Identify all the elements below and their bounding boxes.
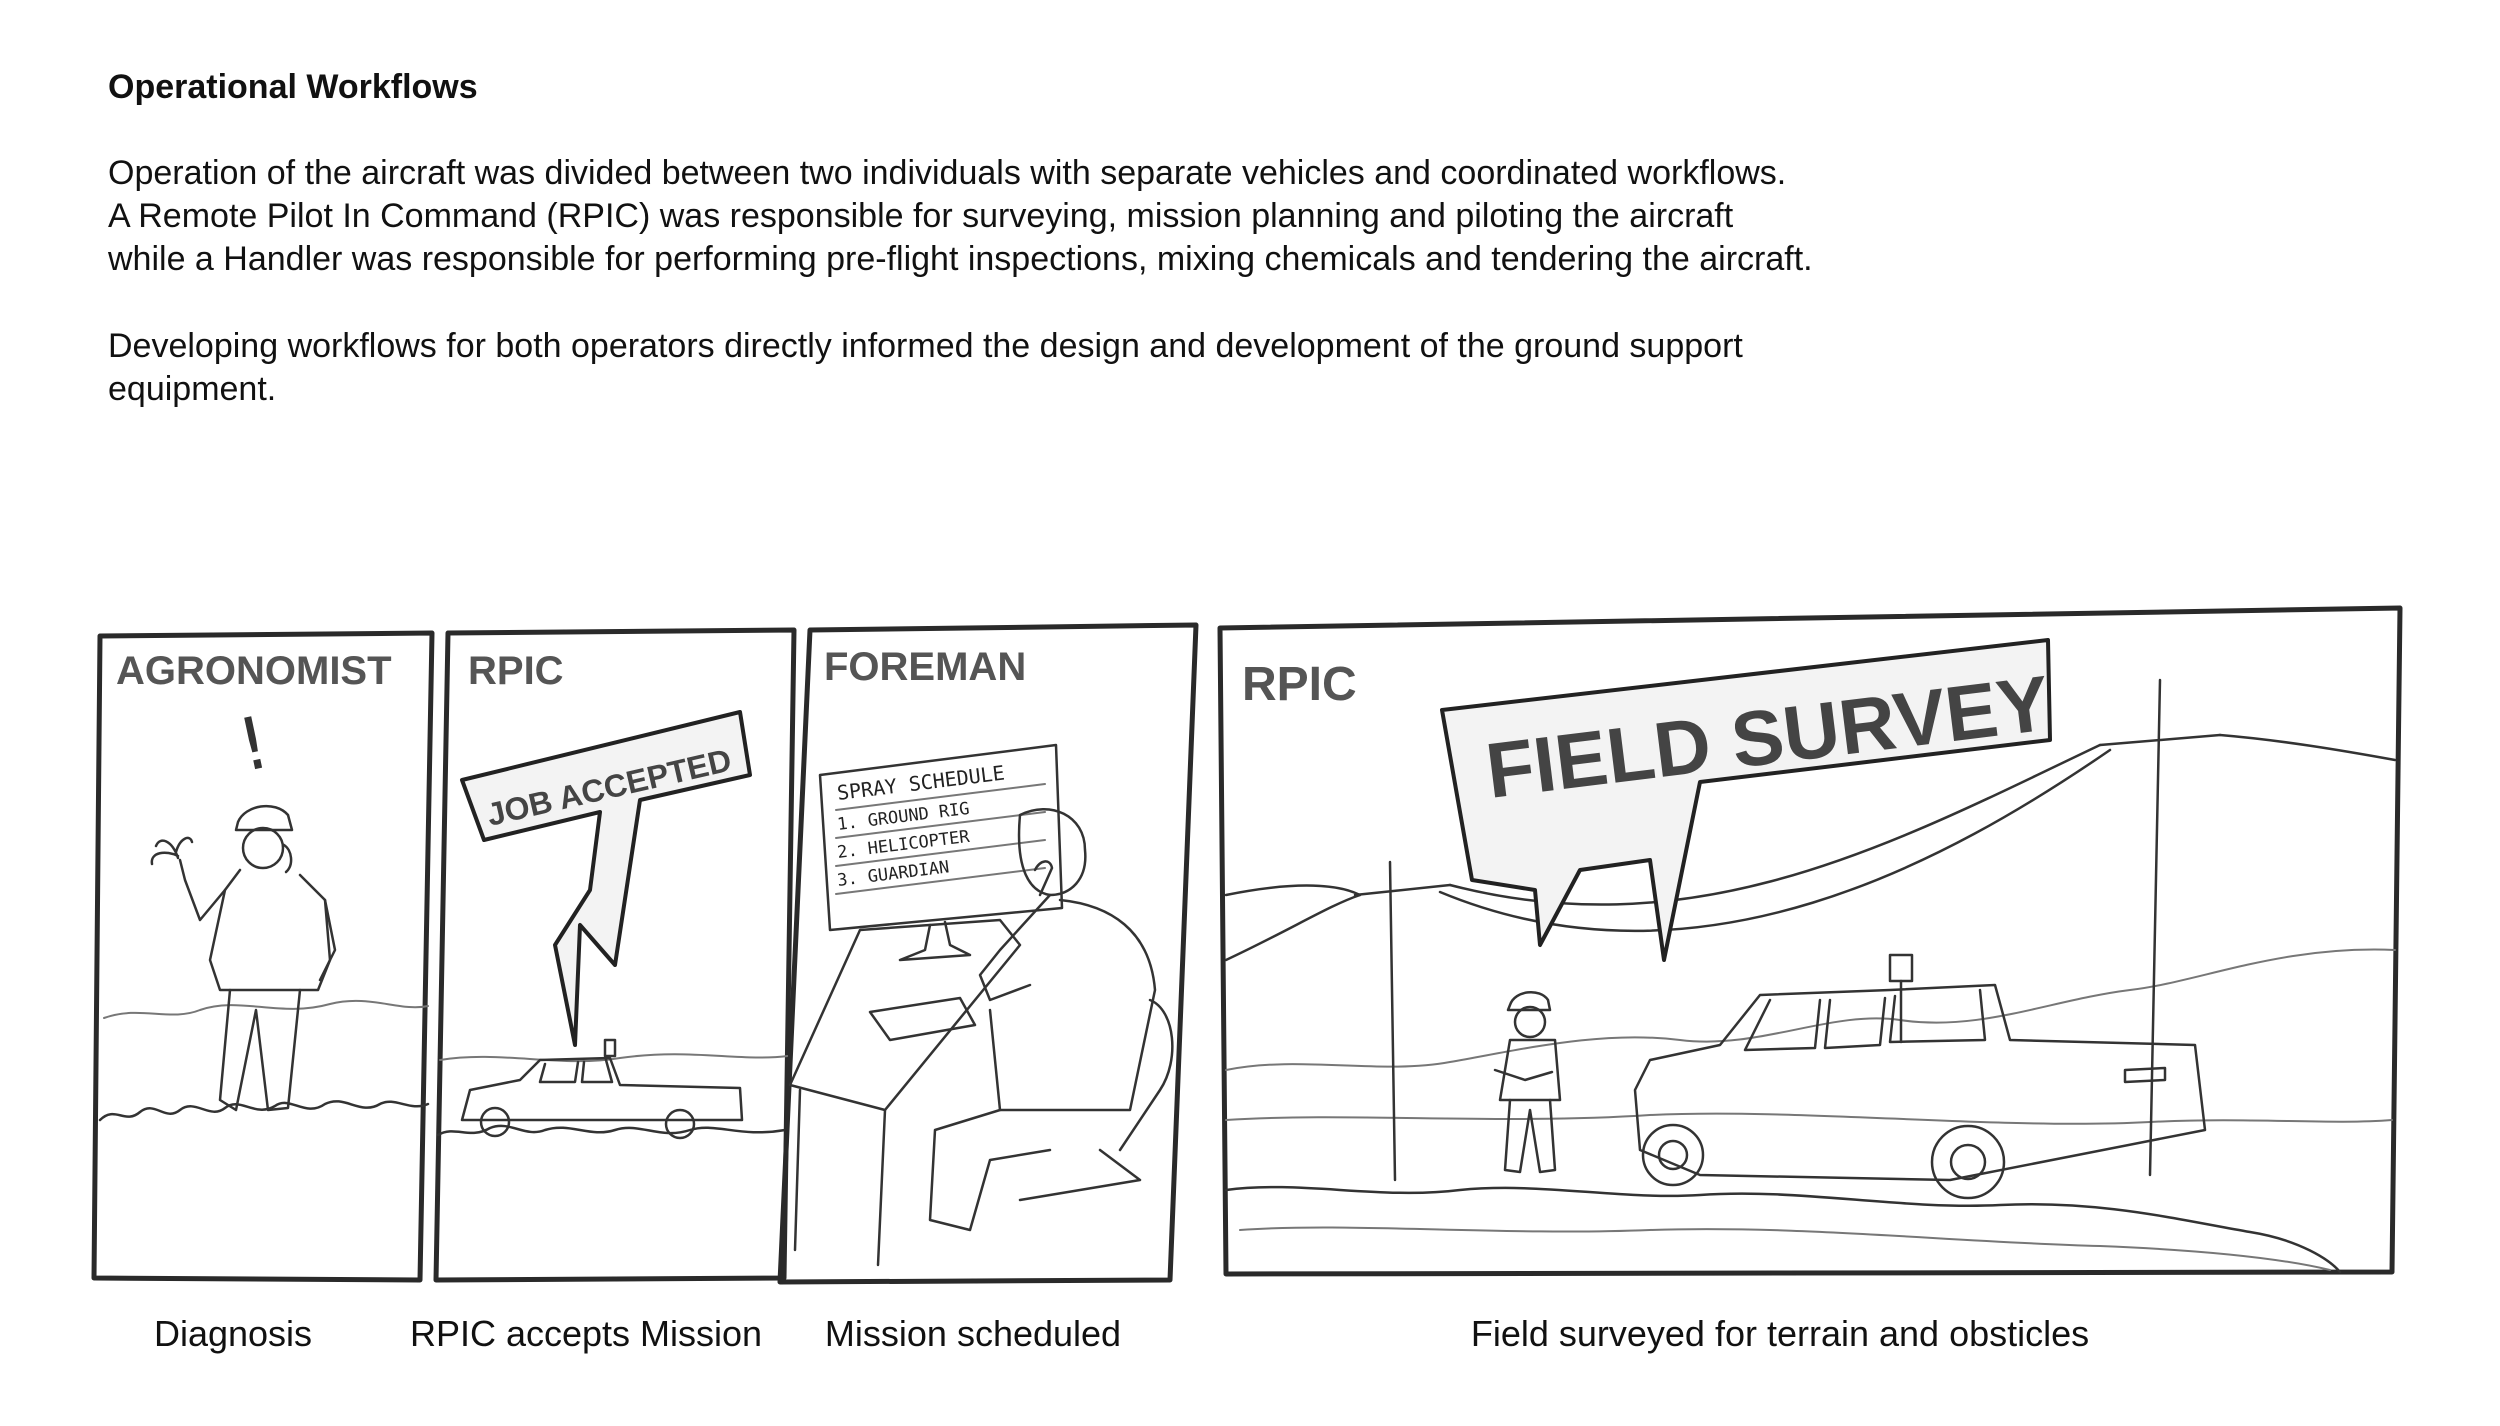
furrow-line: [1239, 1226, 2331, 1271]
agronomist-figure: [150, 804, 337, 1112]
screen-title: SPRAY SCHEDULE: [836, 761, 1006, 805]
speech-bubble: [1440, 638, 2052, 962]
crop-row: [98, 1100, 430, 1122]
keyboard: [868, 996, 977, 1042]
intro-paragraph: Operation of the aircraft was divided be…: [108, 152, 2008, 281]
section-heading: Operational Workflows: [108, 68, 478, 106]
foreground-ground: [1224, 1185, 2342, 1274]
intro-line: A Remote Pilot In Command (RPIC) was res…: [108, 197, 1734, 235]
desk: [788, 918, 1022, 1112]
computer-monitor: SPRAY SCHEDULE 1. GROUND RIG 2. HELICOPT…: [818, 743, 1064, 962]
panel-frame: [777, 622, 1199, 1285]
panel-title: FOREMAN: [824, 645, 1026, 689]
panel-title: AGRONOMIST: [116, 649, 392, 693]
pickup-truck: [1633, 953, 2207, 1200]
pickup-truck: [460, 1038, 744, 1140]
panel-title: RPIC: [1242, 658, 1357, 711]
panel-agronomist: AGRONOMIST !: [91, 630, 435, 1283]
panel-caption: RPIC accepts Mission: [409, 1313, 763, 1354]
panel-frame: [91, 630, 435, 1283]
panel-caption: Field surveyed for terrain and obsticles: [1470, 1313, 2090, 1354]
crop-row: [436, 1124, 787, 1137]
panel-caption: Diagnosis: [153, 1313, 313, 1354]
desk-legs: [793, 1088, 887, 1267]
panel-frame: [433, 627, 797, 1283]
mountain-range: [1225, 948, 2396, 1071]
intro-line: Operation of the aircraft was divided be…: [108, 154, 1787, 192]
speech-bubble: [460, 710, 752, 1047]
horizon-line: [439, 1053, 789, 1063]
foreman-figure: [928, 807, 1174, 1232]
horizon-line: [1225, 1112, 2393, 1125]
panel-foreman: FOREMAN SPRAY SCHEDULE 1. GROUND RIG 2. …: [777, 622, 1199, 1285]
horizon-line: [103, 1000, 429, 1019]
workflow-paragraph: Developing workflows for both operators …: [108, 325, 2008, 411]
rpic-figure: [1493, 991, 1562, 1174]
panel-title: RPIC: [468, 649, 564, 693]
exclamation-mark: !: [231, 700, 277, 788]
workflow-line: Developing workflows for both operators …: [108, 327, 1743, 365]
panel-rpic-survey: RPIC FIELD SURVEY: [1217, 605, 2403, 1277]
workflow-line: equipment.: [108, 370, 277, 408]
panel-caption: Mission scheduled: [824, 1313, 1122, 1354]
panel-frame: [1217, 605, 2403, 1277]
panel-rpic-accept: RPIC JOB ACCEPTED: [433, 627, 797, 1283]
intro-line: while a Handler was responsible for perf…: [108, 240, 1813, 278]
